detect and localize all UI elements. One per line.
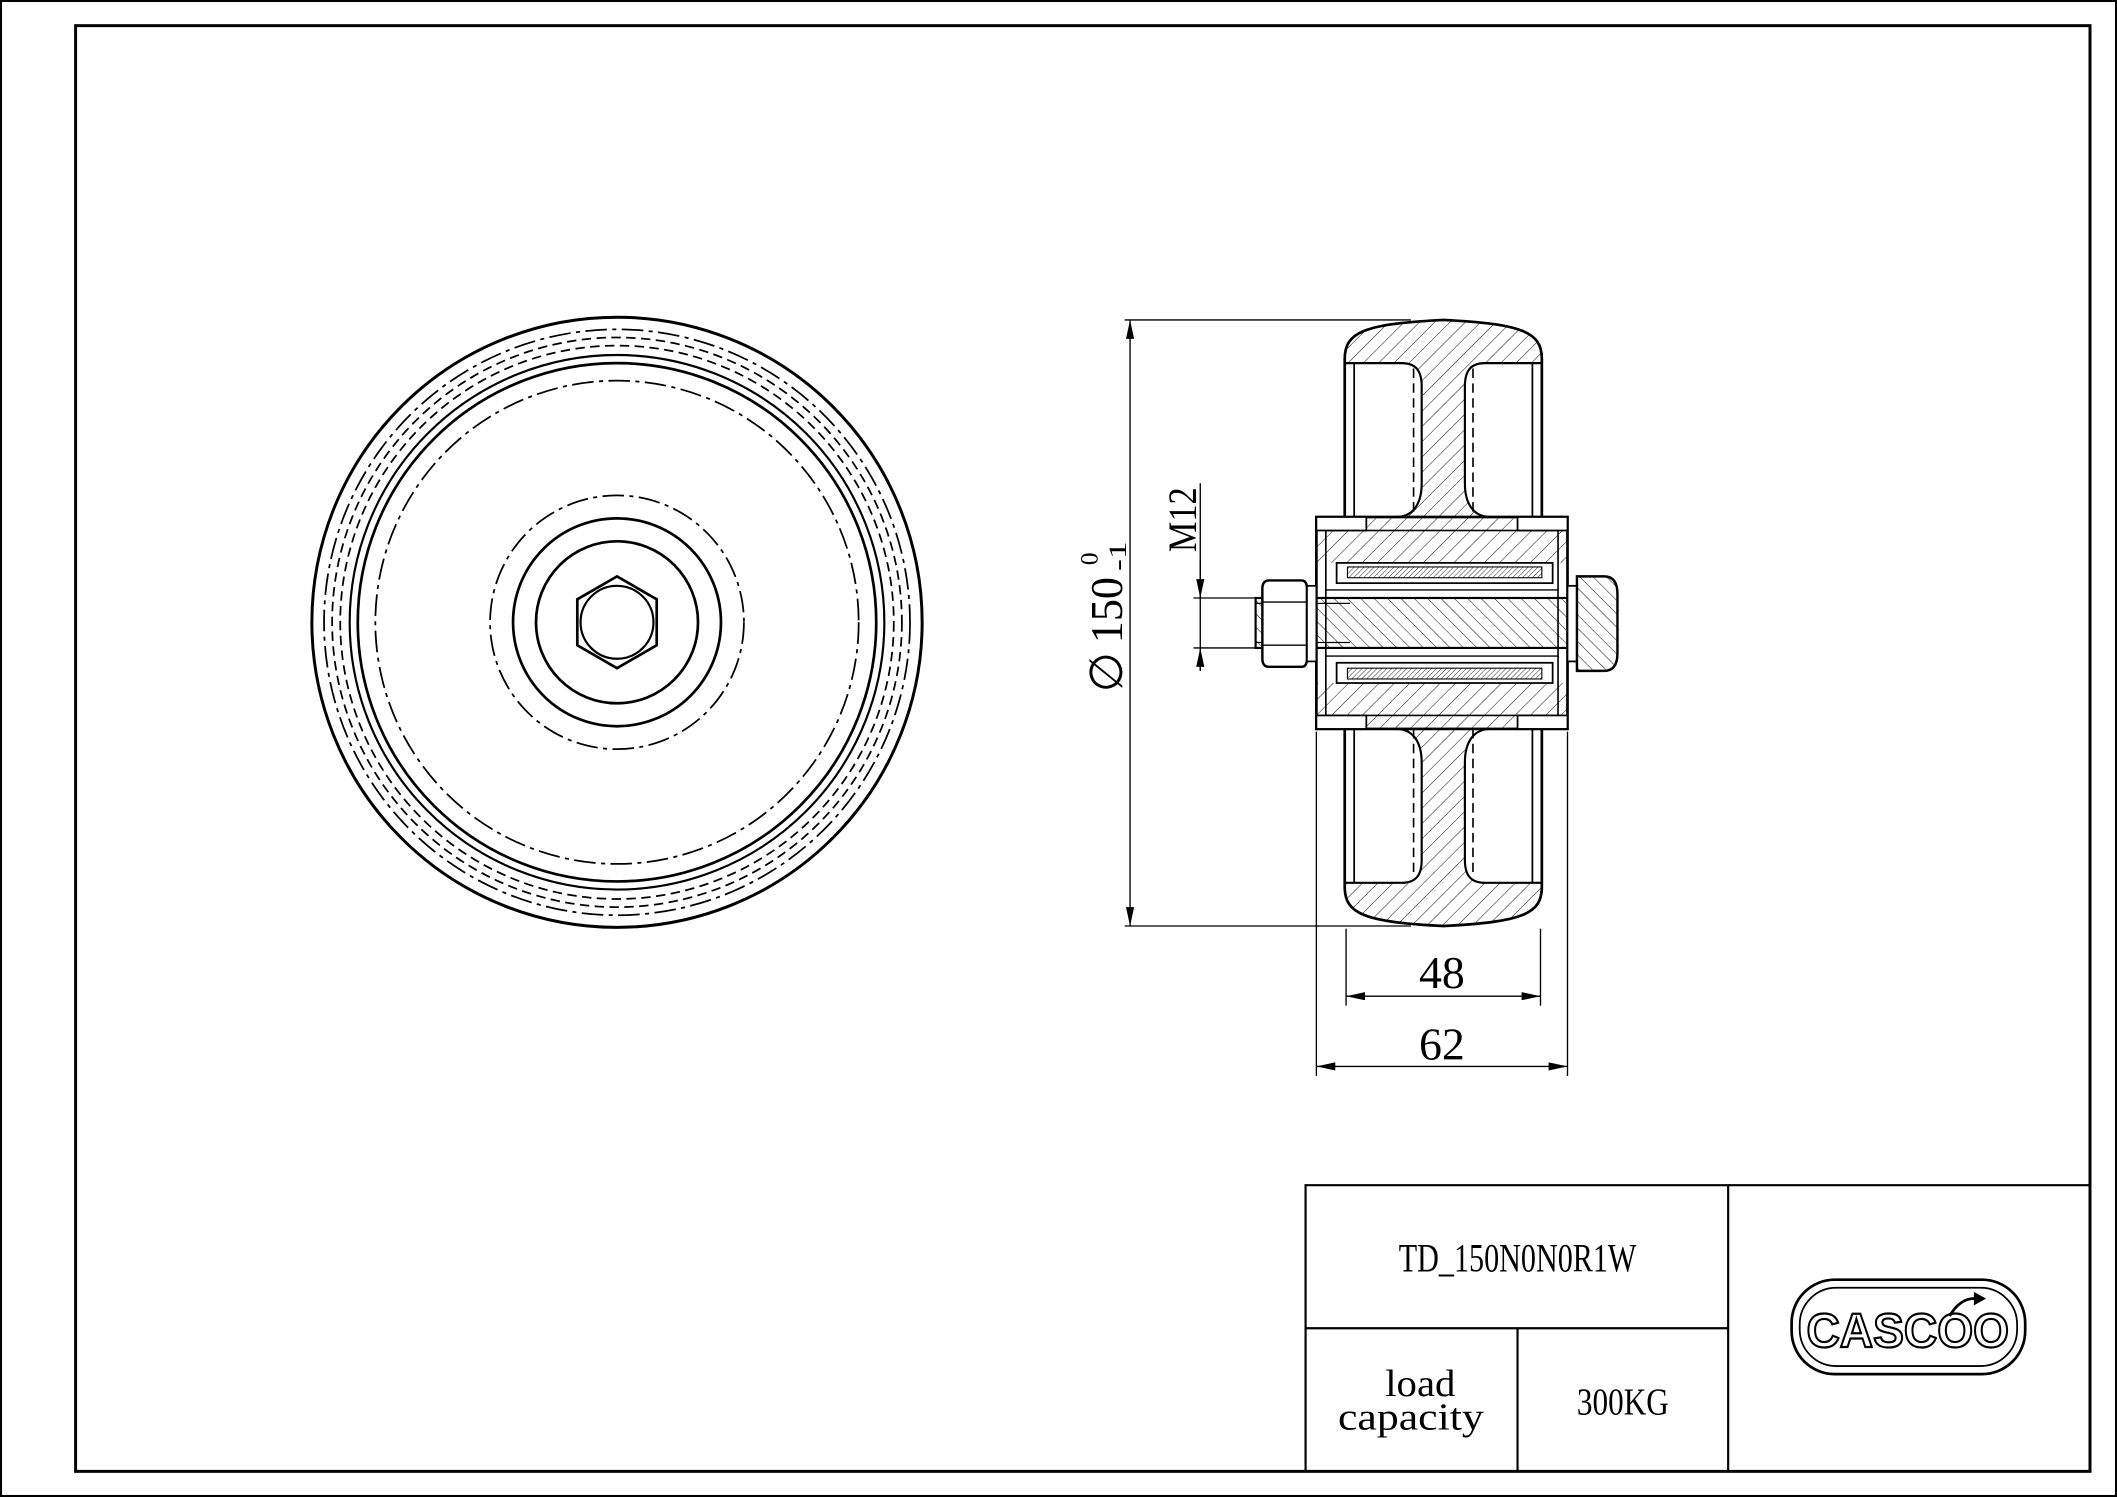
title-block-border bbox=[1304, 1184, 2090, 1472]
hex-nut-side bbox=[1261, 579, 1309, 669]
pocket-right-lower bbox=[1463, 727, 1542, 884]
washer-right bbox=[1566, 584, 1578, 663]
tread-centerline-circle bbox=[323, 328, 911, 917]
brand-logo: CASCOO bbox=[1790, 1278, 2027, 1376]
pocket-left-lower bbox=[1344, 727, 1423, 884]
dimension-tire-width bbox=[1345, 928, 1542, 1006]
diameter-value: 150 bbox=[1081, 577, 1132, 643]
rim-centerline-circle bbox=[374, 379, 860, 865]
load-capacity-label-line1: load bbox=[1385, 1363, 1455, 1405]
bearing-upper-rollers bbox=[1346, 566, 1543, 579]
hub-centerline-circle bbox=[489, 494, 745, 751]
pocket-left-upper bbox=[1344, 362, 1423, 519]
tire-outline-upper bbox=[1343, 318, 1544, 517]
hub-cap-bottom-right bbox=[1516, 714, 1569, 730]
diameter-lower-tolerance: -1 bbox=[1103, 541, 1132, 571]
drawing-frame bbox=[74, 24, 2092, 1473]
bearing-lower-rollers bbox=[1346, 667, 1543, 680]
title-block bbox=[1304, 1184, 2090, 1472]
tire-outer-circle bbox=[310, 315, 924, 929]
front-view bbox=[310, 315, 924, 929]
rim-circle bbox=[356, 361, 878, 883]
section-view bbox=[1254, 318, 1619, 928]
part-number: TD_150N0N0R1W bbox=[1399, 1236, 1637, 1281]
overall-width-label: 62 bbox=[1419, 1019, 1465, 1070]
tire-edge-circle bbox=[348, 353, 886, 891]
load-capacity-value: 300KG bbox=[1577, 1382, 1669, 1424]
logo-wordmark: CASCOO bbox=[1806, 1304, 2009, 1358]
hex-nut-outline bbox=[575, 574, 659, 670]
hub-cap-bottom-left bbox=[1315, 714, 1368, 730]
dimension-thread bbox=[1193, 483, 1256, 671]
hub-cap-top-right bbox=[1516, 516, 1569, 532]
diameter-symbol: ∅ bbox=[1081, 652, 1132, 692]
tire-width-label: 48 bbox=[1419, 947, 1465, 998]
bolt-head bbox=[1575, 575, 1619, 673]
thread-label: M12 bbox=[1160, 487, 1205, 552]
dimension-diameter bbox=[1124, 319, 1411, 927]
washer-left bbox=[1306, 584, 1318, 663]
load-capacity-label-line2: capacity bbox=[1338, 1397, 1484, 1439]
tread-hidden-circle-2 bbox=[339, 344, 895, 900]
logo-arrowhead-icon bbox=[1973, 1291, 1987, 1306]
hub-inner-circle bbox=[534, 539, 700, 705]
tire-outline-lower bbox=[1343, 728, 1544, 928]
hub-cap-top-left bbox=[1315, 516, 1368, 532]
diameter-upper-tolerance: 0 bbox=[1075, 552, 1104, 565]
hub-outer-circle bbox=[511, 516, 723, 728]
pocket-right-upper bbox=[1463, 362, 1542, 519]
logo-inner-frame bbox=[1798, 1286, 2018, 1367]
bolt-end-circle bbox=[579, 584, 655, 660]
wheel-section-lower-hatch bbox=[1344, 728, 1542, 927]
wheel-section-upper-hatch bbox=[1344, 319, 1542, 517]
tread-hidden-circle-1 bbox=[331, 336, 903, 908]
logo-outer-frame bbox=[1790, 1278, 2027, 1376]
dimension-overall-width bbox=[1315, 731, 1569, 1076]
